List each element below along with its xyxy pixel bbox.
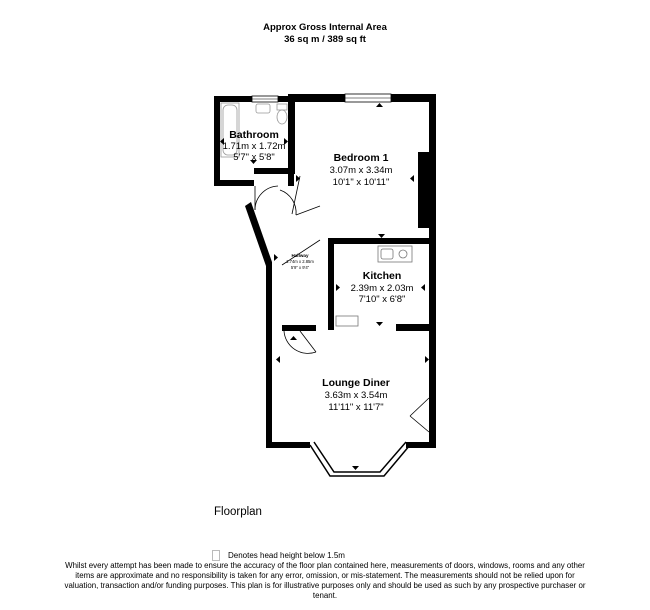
kitchen-name: Kitchen xyxy=(363,270,402,282)
bathroom-metric: 1.71m x 1.72m xyxy=(223,141,286,152)
basin xyxy=(255,103,271,114)
hallway-name: Hallway xyxy=(291,253,309,258)
bath-tub xyxy=(220,102,240,158)
lounge-imperial: 11'11" x 11'7" xyxy=(328,402,383,413)
hallway-imperial: 5'9" x 9'4" xyxy=(291,265,310,270)
bay-window xyxy=(309,441,411,477)
legend-text: Denotes head height below 1.5m xyxy=(228,550,345,560)
floor-label: Floorplan xyxy=(214,506,262,518)
legend-swatch xyxy=(212,550,220,561)
kitchen-cupboard xyxy=(335,315,359,327)
area-title: Approx Gross Internal Area xyxy=(263,22,387,33)
kitchen-imperial: 7'10" x 6'8" xyxy=(359,294,406,305)
plan-header: Approx Gross Internal Area 36 sq m / 389… xyxy=(0,22,650,46)
lounge-metric: 3.63m x 3.54m xyxy=(325,390,388,401)
bedroom-window xyxy=(344,93,392,103)
bathroom-window xyxy=(251,95,279,103)
area-value: 36 sq m / 389 sq ft xyxy=(284,34,366,45)
hallway-walls xyxy=(245,168,334,448)
lounge-name: Lounge Diner xyxy=(322,377,390,389)
lounge-walls xyxy=(266,324,436,448)
bathroom-imperial: 5'7" x 5'8" xyxy=(233,152,275,163)
measurement-arrows xyxy=(220,103,429,470)
kitchen-sink xyxy=(377,245,413,263)
bedroom-imperial: 10'1" x 10'11" xyxy=(333,177,390,188)
toilet xyxy=(276,103,288,125)
bathroom-name: Bathroom xyxy=(229,129,279,141)
hallway-doors xyxy=(254,175,321,354)
kitchen-metric: 2.39m x 2.03m xyxy=(351,283,414,294)
kitchen-walls xyxy=(396,238,436,331)
bedroom-name: Bedroom 1 xyxy=(334,152,389,164)
bedroom-metric: 3.07m x 3.34m xyxy=(330,165,393,176)
lounge-door xyxy=(409,397,430,433)
hallway-metric: 1.74m x 2.85m xyxy=(286,259,314,264)
disclaimer: Whilst every attempt has been made to en… xyxy=(64,561,586,600)
legend: Denotes head height below 1.5m xyxy=(212,550,345,561)
